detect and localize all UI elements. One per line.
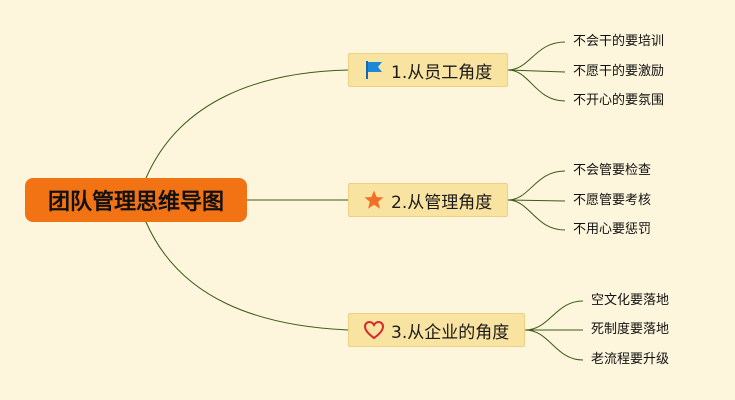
leaf-topic[interactable]: 老流程要升级: [591, 352, 670, 367]
connector-branch-3-leaf-1: [524, 300, 584, 331]
leaf-topic[interactable]: 不会管要检查: [573, 163, 652, 178]
connector-branch-1-leaf-2: [507, 69, 566, 73]
connector-branch-3-leaf-3: [524, 329, 584, 361]
leaf-topic[interactable]: 不开心的要氛围: [573, 93, 665, 108]
root-topic[interactable]: 团队管理思维导图: [25, 178, 247, 222]
leaf-topic[interactable]: 不会干的要培训: [573, 34, 665, 49]
leaf-topic[interactable]: 不用心要惩罚: [573, 222, 652, 237]
branch-topic-label: 1.从员工角度: [391, 62, 493, 83]
connector-branch-1-leaf-3: [507, 69, 566, 102]
red-heart-outline-icon: [363, 319, 385, 341]
connector-root-branch-1: [145, 69, 349, 179]
connector-branch-2-leaf-2: [507, 199, 566, 202]
connector-root-branch-3: [145, 221, 349, 331]
connector-branch-1-leaf-1: [507, 41, 566, 71]
branch-topic-employee[interactable]: 1.从员工角度: [348, 53, 508, 87]
orange-star-icon: [363, 189, 385, 211]
leaf-topic[interactable]: 不愿管要考核: [573, 193, 652, 208]
connector-branch-2-leaf-1: [507, 170, 566, 201]
leaf-topic[interactable]: 不愿干的要激励: [573, 64, 665, 79]
connector-branch-2-leaf-3: [507, 199, 566, 231]
branch-topic-label: 2.从管理角度: [391, 192, 493, 213]
branch-topic-management[interactable]: 2.从管理角度: [348, 183, 508, 217]
leaf-topic[interactable]: 空文化要落地: [591, 293, 670, 308]
root-topic-label: 团队管理思维导图: [47, 190, 224, 215]
blue-flag-icon: [363, 59, 385, 81]
branch-topic-label: 3.从企业的角度: [391, 322, 510, 343]
branch-topic-enterprise[interactable]: 3.从企业的角度: [348, 313, 525, 347]
leaf-topic[interactable]: 死制度要落地: [591, 322, 670, 337]
